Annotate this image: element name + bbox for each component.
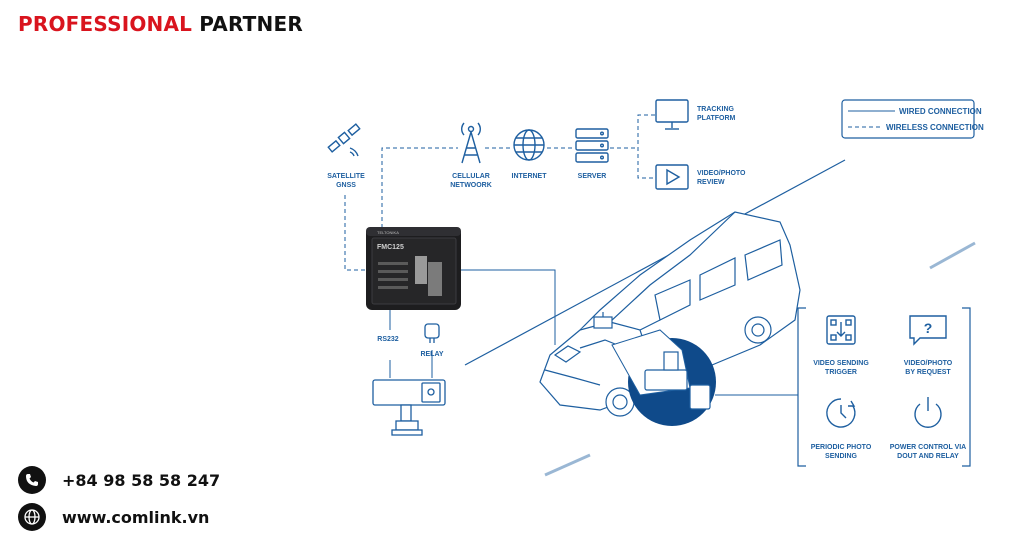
relay-label: RELAY — [420, 351, 443, 358]
server-icon — [575, 128, 609, 163]
power-icon — [914, 397, 942, 428]
tracking-label-2: PLATFORM — [697, 115, 736, 122]
road — [464, 159, 976, 477]
monitor-icon — [655, 99, 689, 130]
video-trigger-icon — [826, 315, 856, 345]
feature-power-control-2: DOUT AND RELAY — [897, 453, 959, 460]
phone-number[interactable]: +84 98 58 58 247 — [62, 470, 221, 490]
contact-phone-row: +84 98 58 58 247 — [18, 466, 220, 494]
web-icon — [18, 503, 46, 531]
camera-highlight — [611, 329, 716, 426]
internet-label: INTERNET — [512, 173, 548, 180]
feature-periodic-photo-2: SENDING — [825, 453, 857, 460]
clock-icon — [826, 398, 856, 428]
title-red: PROFESSIONAL — [18, 12, 193, 36]
cellular-label-2: NETWOORK — [450, 182, 492, 189]
feature-video-trigger-1: VIDEO SENDING — [813, 360, 869, 367]
camera-unit — [372, 379, 446, 436]
title-black: PARTNER — [199, 12, 303, 36]
server-label: SERVER — [578, 173, 607, 180]
van-illustration — [539, 211, 801, 417]
satellite-label-2: GNSS — [336, 182, 356, 189]
tracker-device: FMC125 TELTONIKA — [366, 227, 461, 310]
page-title: PROFESSIONAL PARTNER — [18, 12, 303, 36]
feature-periodic-photo-1: PERIODIC PHOTO — [811, 444, 872, 451]
cell-tower-icon — [461, 122, 481, 164]
device-brand: TELTONIKA — [377, 230, 399, 235]
video-review-label-1: VIDEO/PHOTO — [697, 170, 746, 177]
satellite-label-1: SATELLITE — [327, 173, 365, 180]
feature-power-control-1: POWER CONTROL VIA — [890, 444, 966, 451]
device-model: FMC125 — [377, 244, 404, 251]
feature-photo-request-2: BY REQUEST — [905, 369, 951, 376]
feature-photo-request-1: VIDEO/PHOTO — [904, 360, 953, 367]
play-icon — [655, 164, 689, 190]
phone-icon — [18, 466, 46, 494]
question-bubble-icon: ? — [909, 315, 947, 346]
tracking-label-1: TRACKING — [697, 106, 734, 113]
legend-wired: WIRED CONNECTION — [899, 107, 982, 116]
globe-icon — [513, 129, 545, 161]
features-panel — [797, 307, 971, 467]
rs232-label: RS232 — [377, 336, 399, 343]
contact-web-row: www.comlink.vn — [18, 503, 209, 531]
relay-icon — [424, 323, 440, 343]
feature-video-trigger-2: TRIGGER — [825, 369, 857, 376]
connections — [344, 114, 798, 396]
website-link[interactable]: www.comlink.vn — [62, 507, 210, 527]
legend-wireless: WIRELESS CONNECTION — [886, 123, 984, 132]
video-review-label-2: REVIEW — [697, 179, 725, 186]
cellular-label-1: CELLULAR — [452, 173, 490, 180]
legend: WIRED CONNECTION WIRELESS CONNECTION — [841, 99, 984, 139]
satellite-icon — [327, 123, 361, 157]
svg-text:?: ? — [924, 320, 933, 336]
